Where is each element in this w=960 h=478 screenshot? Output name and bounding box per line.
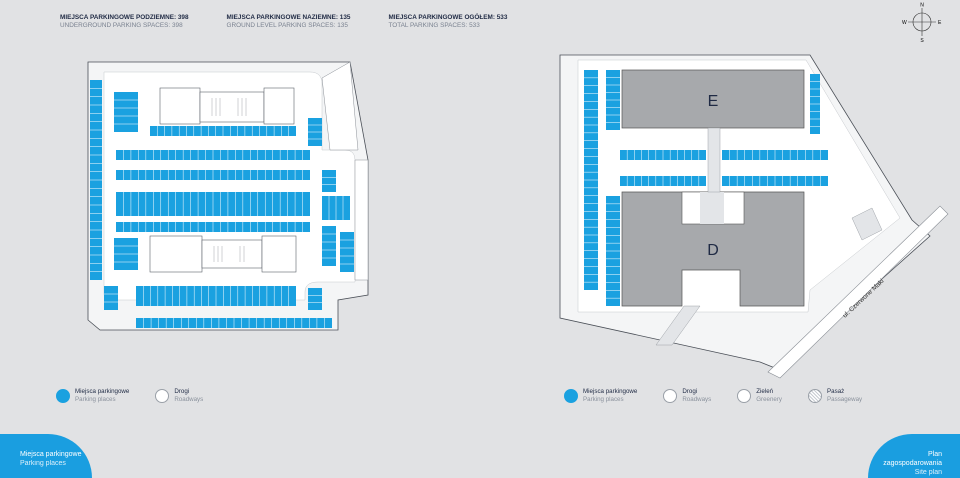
compass-icon: N S E W bbox=[902, 3, 942, 45]
passageway-south bbox=[655, 305, 701, 346]
stair-hatching-underground bbox=[211, 98, 247, 262]
parking-swatch-icon bbox=[564, 388, 578, 403]
site-plan: ul. Czerwone Maki E D bbox=[559, 54, 949, 379]
passageway-east bbox=[851, 207, 883, 241]
parking-row bbox=[322, 170, 336, 192]
passageway-d bbox=[700, 192, 724, 224]
parking-row bbox=[322, 226, 336, 266]
building-cores-underground bbox=[149, 87, 297, 273]
ramp-east bbox=[354, 159, 369, 281]
compass-n: N bbox=[920, 3, 924, 9]
compass-w: W bbox=[902, 20, 907, 26]
building-d-label: D bbox=[707, 242, 719, 259]
stat-total: MIEJSCA PARKINGOWE OGÓŁEM: 533 TOTAL PAR… bbox=[388, 14, 508, 29]
compass-s: S bbox=[920, 38, 924, 44]
roadway-swatch-icon bbox=[663, 388, 678, 403]
stat-underground: MIEJSCA PARKINGOWE PODZIEMNE: 398 UNDERG… bbox=[60, 14, 189, 29]
building-d bbox=[621, 191, 805, 307]
building-e-label: E bbox=[708, 93, 719, 110]
greenery-swatch-icon bbox=[737, 388, 752, 403]
parking-row bbox=[340, 232, 354, 272]
passageway-swatch-icon bbox=[808, 388, 823, 403]
parking-bays-ground bbox=[584, 70, 828, 306]
parking-row bbox=[114, 92, 138, 132]
street-road bbox=[767, 205, 949, 379]
underground-parking-plan bbox=[87, 61, 369, 331]
parking-bays-underground bbox=[90, 80, 354, 328]
passageway-link bbox=[707, 127, 721, 193]
stat-ground-level: MIEJSCA PARKINGOWE NAZIEMNE: 135 GROUND … bbox=[226, 14, 351, 29]
parking-swatch-icon bbox=[56, 388, 70, 403]
parking-row bbox=[308, 288, 322, 310]
building-e bbox=[621, 69, 805, 129]
ramp-north bbox=[321, 61, 359, 151]
parking-statistics: MIEJSCA PARKINGOWE PODZIEMNE: 398 UNDERG… bbox=[60, 14, 507, 30]
parking-row bbox=[104, 286, 118, 310]
roadway-swatch-icon bbox=[155, 388, 170, 403]
compass-e: E bbox=[938, 20, 942, 26]
